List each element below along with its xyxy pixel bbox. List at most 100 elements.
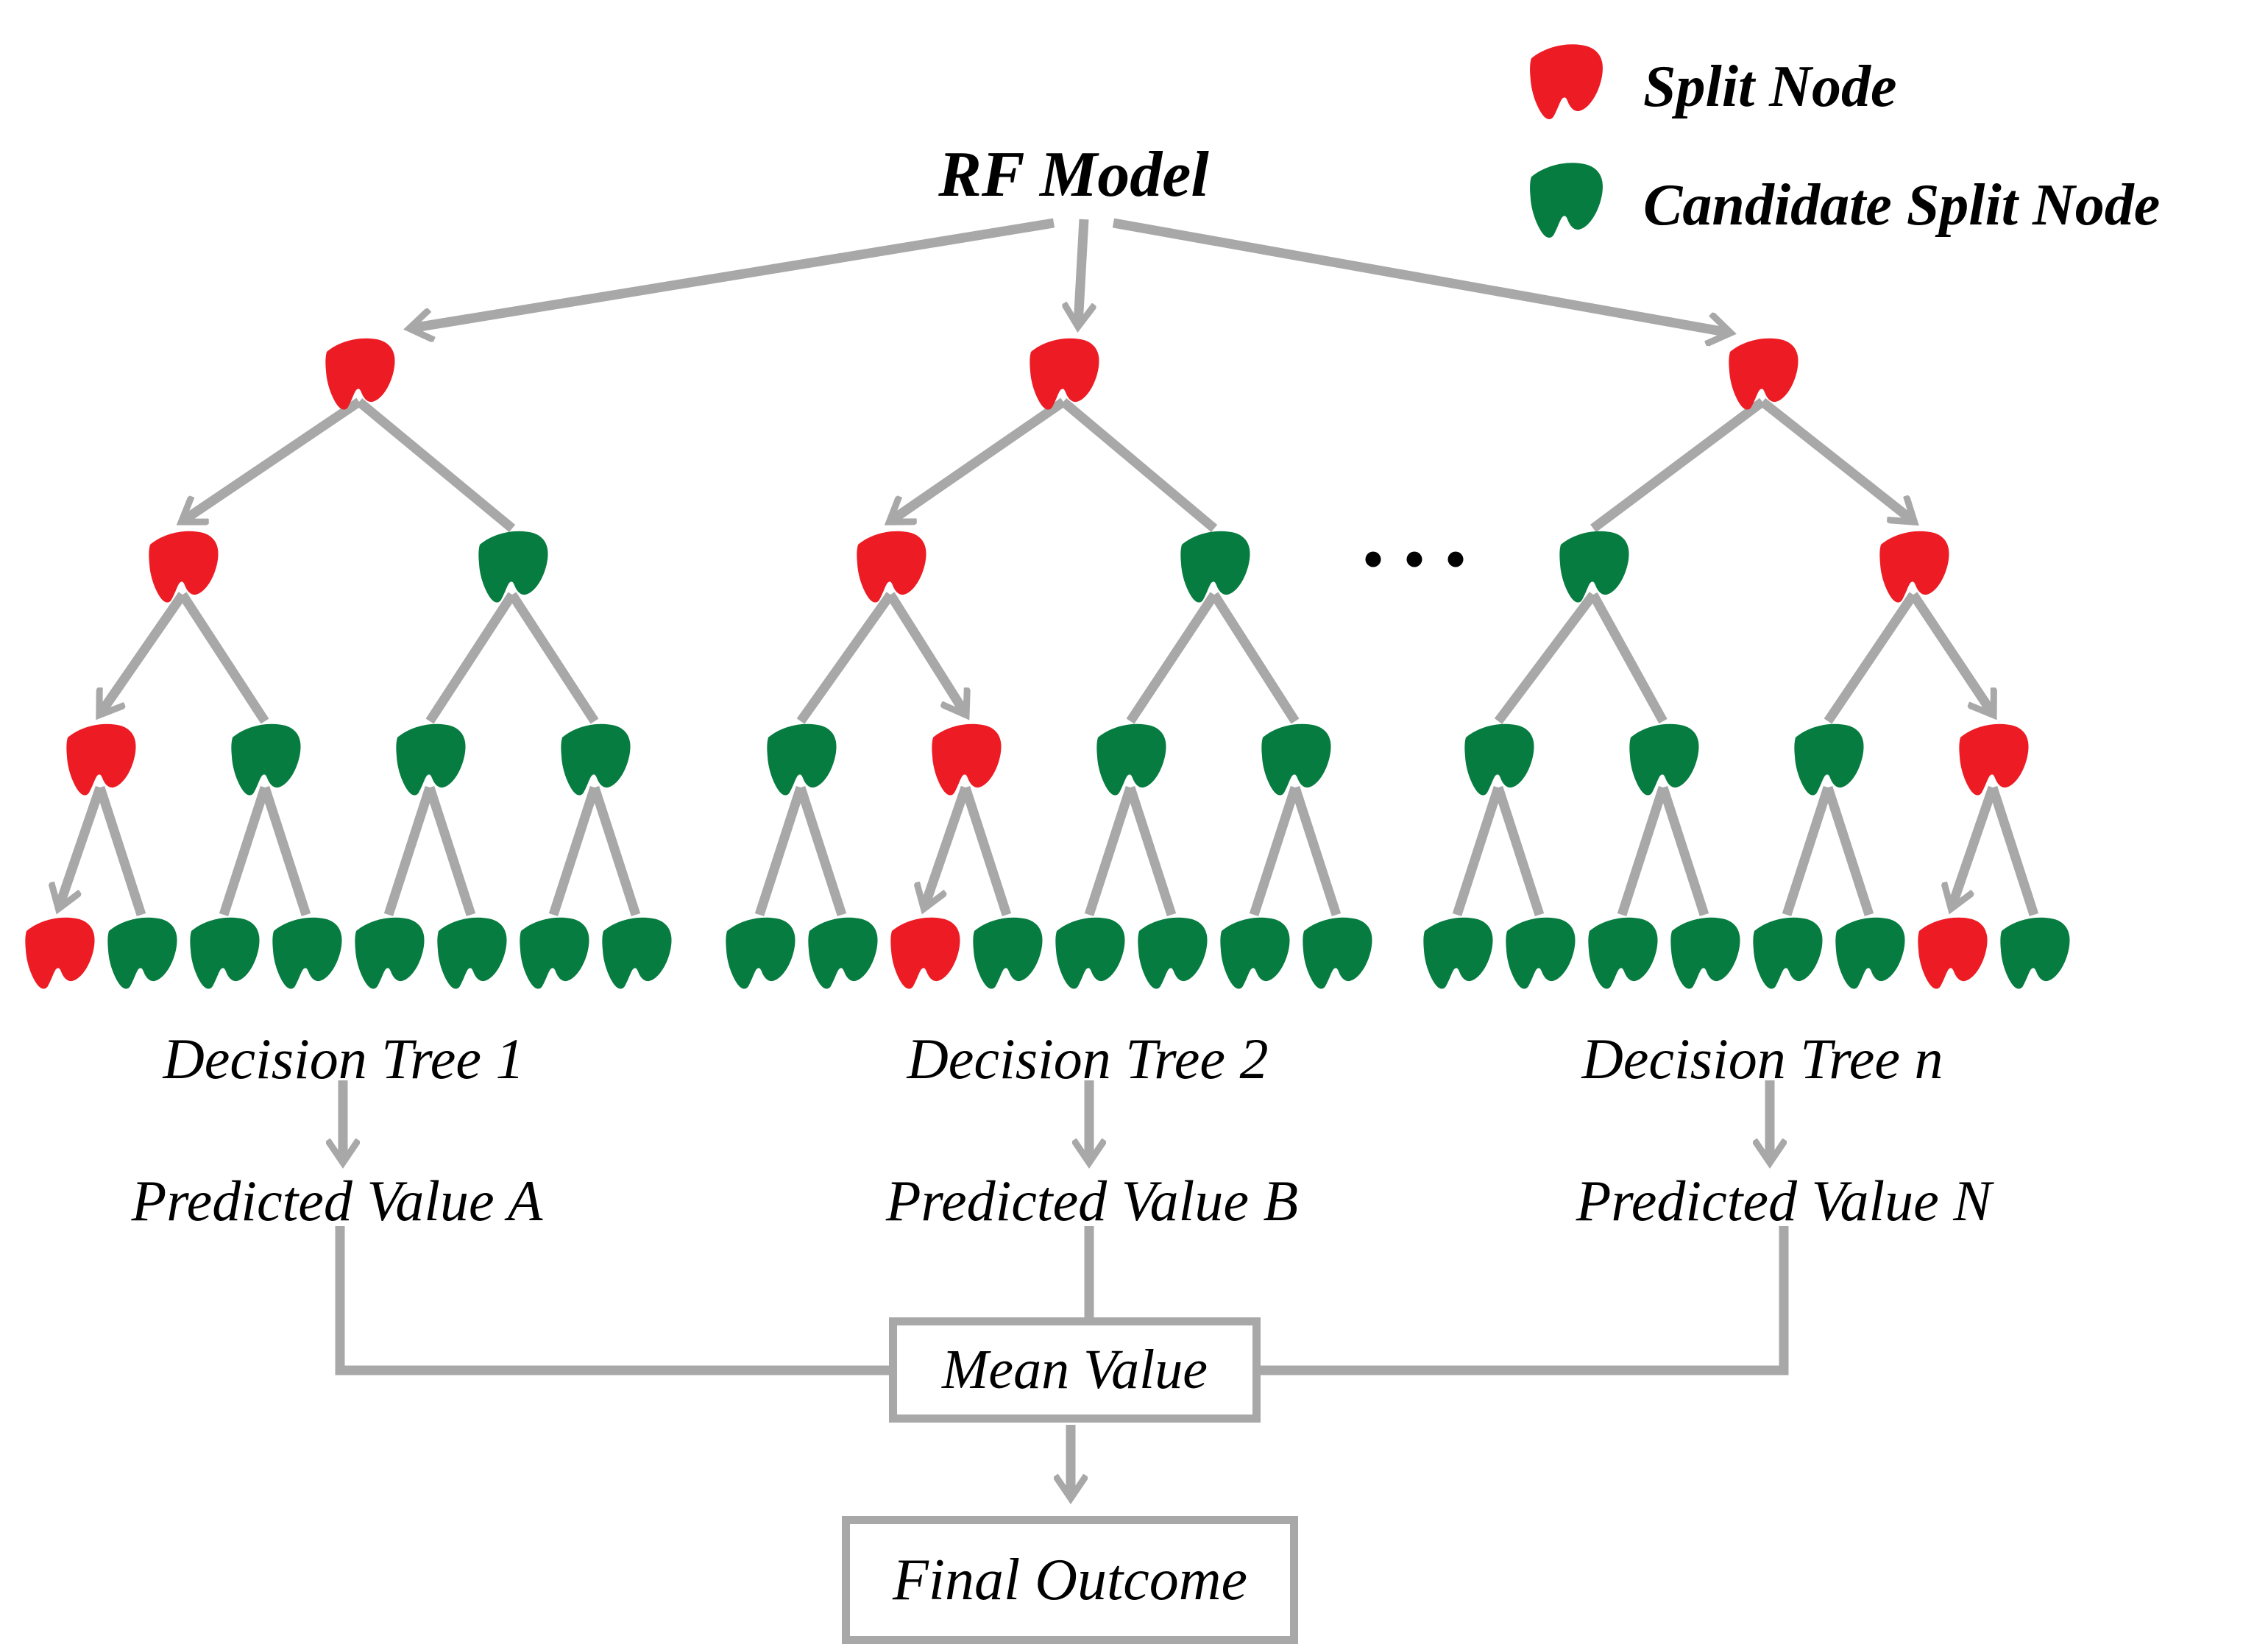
mean-value-text: Mean Value	[942, 1339, 1208, 1401]
rf-to-tree-arrow	[1112, 218, 1729, 333]
nodes-layer	[25, 44, 2070, 989]
candidate-split-node-leaf	[808, 917, 878, 989]
ellipsis-dot	[1365, 551, 1381, 567]
tree-edge	[796, 592, 895, 724]
candidate-split-node-leaf	[602, 917, 672, 989]
tree-edge	[1126, 592, 1219, 724]
candidate-split-node-legend-icon	[1530, 163, 1603, 238]
candidate-split-node	[1261, 723, 1331, 796]
tree-arrow-edge	[182, 397, 362, 521]
tree-edge	[1210, 592, 1300, 724]
candidate-split-node-leaf	[190, 917, 260, 989]
mean-value-box: Mean Value	[889, 1317, 1261, 1423]
tree-arrow-edge	[886, 592, 965, 714]
tree-arrow-edge	[1952, 785, 1998, 907]
predicted-value-a-label: Predicted Value A	[131, 1169, 543, 1233]
tree-edge	[508, 592, 599, 724]
tree-edge	[1060, 398, 1218, 532]
legend-candidate-split-node-label: Candidate Split Node	[1643, 173, 2161, 238]
ellipsis-dot	[1406, 551, 1422, 567]
tree-edge	[1084, 785, 1135, 917]
split-node	[149, 531, 219, 603]
final-outcome-text: Final Outcome	[892, 1547, 1248, 1612]
candidate-split-node-leaf	[107, 917, 177, 989]
rf-to-tree-arrow	[1078, 219, 1084, 325]
split-node-root	[325, 338, 395, 410]
split-node-leaf	[1918, 917, 1988, 989]
tree-edge	[1782, 785, 1833, 917]
candidate-split-node	[1096, 723, 1166, 796]
candidate-split-node-leaf	[1220, 917, 1290, 989]
candidate-split-node-leaf	[1753, 917, 1823, 989]
candidate-split-node	[1794, 723, 1864, 796]
tree-edge	[1249, 785, 1300, 917]
split-node-root	[1729, 338, 1799, 410]
tree-edge	[425, 592, 517, 724]
tree-edge	[383, 785, 435, 917]
tree-edge	[754, 785, 806, 917]
tree-edge	[589, 785, 641, 917]
tree-edge	[219, 785, 270, 917]
candidate-split-node-leaf	[2000, 917, 2070, 989]
candidate-split-node-leaf	[520, 917, 589, 989]
candidate-split-node	[1464, 723, 1534, 796]
tree-edge	[795, 785, 847, 917]
candidate-split-node	[767, 723, 837, 796]
tree-edge	[95, 785, 146, 917]
predicted-value-b-label: Predicted Value B	[885, 1169, 1299, 1233]
tree-edge	[1589, 592, 1668, 724]
split-node	[1879, 531, 1949, 603]
legend-split-node-label: Split Node	[1643, 54, 1897, 119]
candidate-split-node	[561, 723, 631, 796]
rf-to-tree-arrow	[411, 218, 1055, 328]
candidate-split-node	[1180, 531, 1250, 603]
ellipsis-dot	[1447, 551, 1464, 567]
tree-arrow-edge	[1759, 397, 1913, 521]
decision-tree-2-label: Decision Tree 2	[907, 1027, 1269, 1091]
tree-arrow-edge	[890, 397, 1066, 521]
tree-edge	[355, 397, 516, 533]
candidate-split-node	[478, 531, 548, 603]
candidate-split-node-leaf	[1506, 917, 1576, 989]
predicted-a-to-mean-connector	[335, 1226, 892, 1375]
tree-edge	[1824, 592, 1918, 724]
final-outcome-box: Final Outcome	[842, 1516, 1298, 1644]
split-node	[932, 723, 1002, 796]
tree-arrow-edge	[59, 785, 105, 907]
tree-edge	[1988, 785, 2039, 917]
split-node-leaf	[890, 917, 960, 989]
tree-arrow-edge	[1909, 592, 1993, 714]
candidate-split-node-leaf	[726, 917, 795, 989]
candidate-split-node-leaf	[1423, 917, 1493, 989]
split-node-leaf	[25, 917, 95, 989]
split-node	[1959, 723, 2029, 796]
predicted-value-n-label: Predicted Value N	[1576, 1169, 1992, 1233]
candidate-split-node	[1629, 723, 1699, 796]
tree-edge	[260, 785, 311, 917]
candidate-split-node-leaf	[355, 917, 425, 989]
candidate-split-node-leaf	[1303, 917, 1372, 989]
candidate-split-node-leaf	[1138, 917, 1208, 989]
decision-tree-1-label: Decision Tree 1	[163, 1027, 525, 1091]
candidate-split-node	[396, 723, 466, 796]
tree-edge	[1493, 785, 1545, 917]
tree-edge	[1452, 785, 1503, 917]
candidate-split-node-leaf	[973, 917, 1043, 989]
candidate-split-node	[1559, 531, 1629, 603]
split-node-legend-icon	[1530, 44, 1603, 119]
decision-tree-n-label: Decision Tree n	[1581, 1027, 1943, 1091]
page-title: RF Model	[938, 139, 1209, 210]
candidate-split-node	[231, 723, 301, 796]
tree-arrow-edge	[100, 592, 187, 714]
tree-edge	[548, 785, 600, 917]
tree-edge	[1125, 785, 1177, 917]
split-node	[857, 531, 926, 603]
candidate-split-node-leaf	[272, 917, 342, 989]
tree-edge	[1590, 397, 1765, 533]
predicted-n-to-mean-connector	[1258, 1226, 1789, 1375]
candidate-split-node-leaf	[1670, 917, 1740, 989]
tree-edge	[960, 785, 1012, 917]
tree-edge	[1617, 785, 1668, 917]
